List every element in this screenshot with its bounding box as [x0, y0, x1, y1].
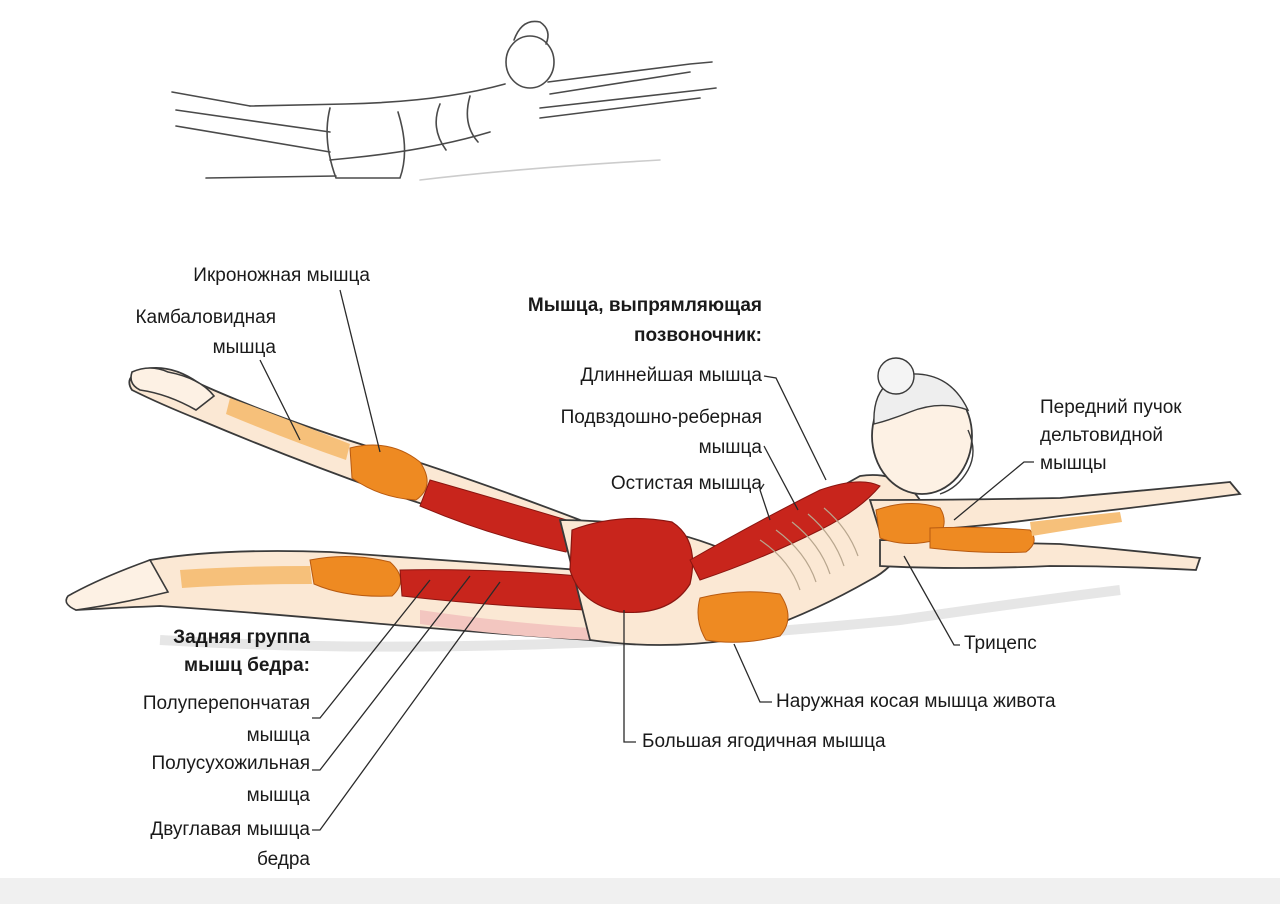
sketch-arm-lower — [539, 87, 717, 109]
label-gastrocnemius: Икроножная мышца — [193, 265, 370, 286]
label-triceps: Трицепс — [964, 633, 1037, 654]
anatomy-figure — [65, 357, 1242, 652]
leader-triceps — [903, 555, 960, 646]
leader-soleus — [259, 359, 301, 441]
leader-iliocostalis — [763, 445, 799, 511]
leader-semitendinosus — [312, 575, 471, 771]
label-external-oblique: Наружная косая мышца живота — [776, 691, 1056, 712]
label-erector-header-line1: Мышца, выпрямляющая — [527, 295, 762, 316]
sketch-leg-upper-under — [175, 109, 331, 133]
label-biceps-femoris-line1: Двуглавая мышца — [150, 819, 310, 840]
label-hamstrings-header-line1: Задняя группа — [173, 627, 310, 648]
lower-foot — [65, 559, 170, 611]
sketch-belly — [329, 131, 491, 161]
leader-gastrocnemius — [339, 289, 381, 453]
label-deltoid-line1: Передний пучок — [1040, 397, 1182, 418]
sketch-leg-lower-under — [205, 175, 337, 179]
sketch-leg-lower — [175, 125, 331, 153]
bottom-band — [0, 878, 1280, 904]
leader-lines — [259, 289, 1034, 831]
label-spinalis: Остистая мышца — [610, 473, 762, 494]
leader-semimembranosus — [312, 579, 431, 719]
gluteus-muscle — [569, 517, 694, 614]
label-hamstrings-header-line2: мышц бедра: — [184, 655, 310, 676]
raised-foot — [130, 367, 216, 411]
raised-hamstring — [419, 479, 581, 553]
label-deltoid-line3: мышцы — [1040, 453, 1107, 474]
sketch-back — [249, 83, 506, 107]
sketch-head — [505, 35, 555, 89]
label-iliocostalis-line1: Подвздошно-реберная — [560, 407, 762, 428]
label-semimembranosus-line1: Полуперепончатая — [142, 693, 310, 714]
sketch-arm-lower-under — [539, 97, 701, 119]
hair-bun — [877, 357, 915, 395]
upper-arm — [868, 481, 1242, 533]
ribcage — [759, 507, 859, 591]
label-soleus-line2: мышца — [212, 337, 276, 358]
face-profile — [939, 429, 974, 495]
raised-calf-muscle — [349, 444, 428, 501]
sketch-leg-upper — [171, 91, 251, 107]
lower-shin-light — [180, 566, 312, 588]
sketch-arm-upper — [547, 61, 713, 83]
leader-gluteus — [623, 610, 636, 743]
external-oblique-muscle — [697, 591, 789, 643]
label-gluteus-maximus: Большая ягодичная мышца — [642, 731, 886, 752]
label-soleus-line1: Камбаловидная — [135, 307, 276, 328]
triceps-muscle — [929, 526, 1035, 553]
label-biceps-femoris-line2: бедра — [256, 849, 310, 870]
sketch-arm-upper-under — [549, 71, 691, 95]
label-iliocostalis-line2: мышца — [698, 437, 762, 458]
thigh-inner-light — [420, 610, 590, 640]
deltoid-muscle — [875, 502, 945, 544]
sketch-top-clothing — [435, 95, 479, 151]
sketch-shorts — [326, 107, 406, 179]
triceps-tendon — [1030, 512, 1122, 536]
leader-biceps-femoris — [312, 581, 501, 831]
label-longissimus: Длиннейшая мышца — [580, 365, 762, 386]
erector-spinae-muscle — [689, 481, 881, 581]
sketch-floor — [419, 159, 661, 181]
label-semimembranosus-line2: мышца — [246, 725, 310, 746]
leader-oblique — [733, 643, 772, 703]
label-deltoid-line2: дельтовидной — [1040, 425, 1164, 446]
lower-arm — [879, 539, 1202, 571]
label-semitendinosus-line1: Полусухожильная — [151, 753, 310, 774]
label-semitendinosus-line2: мышца — [246, 785, 310, 806]
leader-longissimus — [763, 375, 827, 481]
leader-spinalis — [759, 483, 771, 521]
pose-sketch — [171, 20, 717, 181]
sketch-hair-bun — [513, 20, 549, 45]
raised-shin-light — [226, 398, 350, 460]
leader-deltoid — [953, 461, 1034, 521]
label-erector-header-line2: позвоночник: — [634, 325, 762, 346]
